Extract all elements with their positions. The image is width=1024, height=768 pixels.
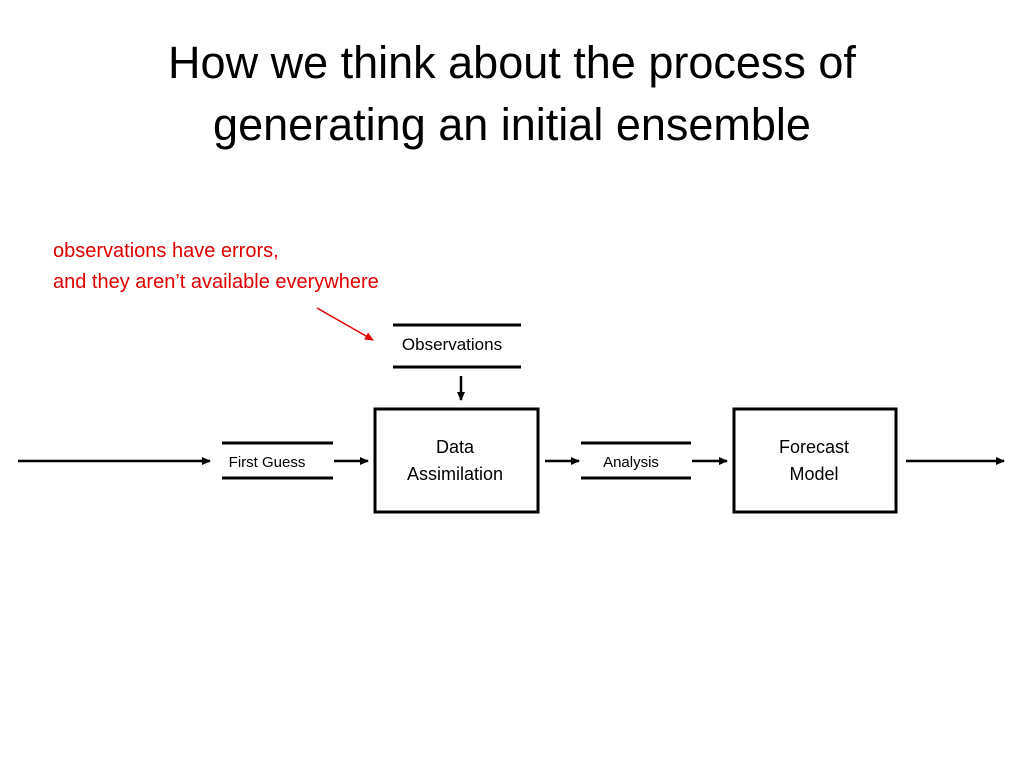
observations-label: Observations [402,335,502,354]
forecast-model-line-1: Forecast [779,437,849,457]
data-assimilation-line-1: Data [436,437,475,457]
note-pointer-arrow [316,307,374,341]
analysis-label: Analysis [603,454,659,471]
first-guess-label: First Guess [229,454,306,471]
slide-title-line-2: generating an initial ensemble [213,99,811,150]
forecast-model-box: Forecast Model [732,407,898,514]
data-assimilation-frame [373,407,540,514]
observation-note-line-2: and they aren’t available everywhere [53,271,379,293]
first-guess-store: First Guess [222,441,333,480]
slide-title-line-1: How we think about the process of [168,37,856,88]
observations-store: Observations [393,323,521,369]
data-assimilation-line-2: Assimilation [407,464,503,484]
observation-note: observations have errors, and they aren’… [53,236,379,298]
slide-title: How we think about the process of genera… [0,32,1024,156]
observation-note-line-1: observations have errors, [53,240,279,262]
analysis-store: Analysis [581,441,691,480]
forecast-model-frame [732,407,898,514]
data-assimilation-box: Data Assimilation [373,407,540,514]
forecast-model-line-2: Model [789,464,838,484]
